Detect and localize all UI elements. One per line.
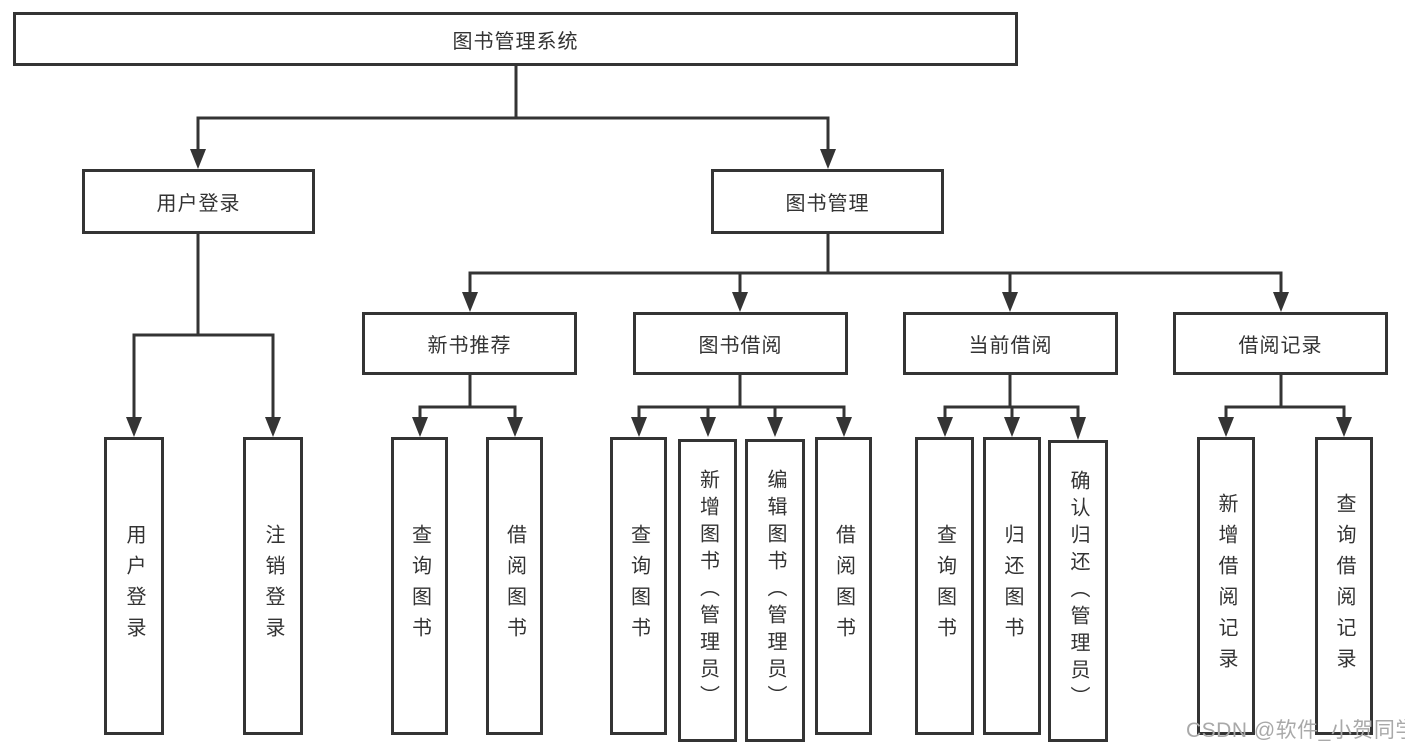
node-book-borrowing: 图书借阅	[633, 312, 848, 375]
leaf-return-book: 归还图书	[983, 437, 1041, 735]
node-label: 查询借阅记录	[1333, 493, 1355, 679]
arrowheads-user-login-children	[126, 417, 281, 437]
leaf-query-borrow-record: 查询借阅记录	[1315, 437, 1373, 735]
edge-book-borrow-children	[637, 375, 846, 420]
leaf-add-book-admin: 新增图书（管理员）	[678, 439, 737, 742]
node-label: 确认归还（管理员）	[1067, 469, 1089, 713]
node-label: 图书管理系统	[452, 30, 579, 53]
leaf-borrow-book-under-borrow: 借阅图书	[815, 437, 872, 735]
leaf-add-borrow-record: 新增借阅记录	[1197, 437, 1255, 735]
node-label: 图书管理	[785, 193, 870, 215]
node-book-management: 图书管理	[711, 169, 944, 234]
node-label: 借阅图书	[503, 524, 526, 648]
leaf-query-book-under-current: 查询图书	[915, 437, 974, 735]
leaf-edit-book-admin: 编辑图书（管理员）	[745, 439, 805, 742]
edge-new-rec-children	[418, 375, 517, 420]
node-label: 查询图书	[627, 524, 650, 648]
node-borrowing-records: 借阅记录	[1173, 312, 1388, 375]
node-label: 新增图书（管理员）	[696, 469, 719, 712]
arrowheads-book-borrow-children	[631, 417, 852, 437]
node-library-management-system: 图书管理系统	[13, 12, 1018, 66]
node-label: 图书借阅	[698, 335, 783, 357]
edge-user-login-children	[132, 234, 275, 420]
node-label: 注销登录	[262, 524, 284, 648]
node-label: 查询图书	[933, 524, 956, 648]
csdn-watermark: CSDN @软件_小贺同学	[1186, 719, 1405, 742]
leaf-confirm-return-admin: 确认归还（管理员）	[1048, 440, 1108, 742]
edge-book-mgmt-to-level3	[468, 234, 1283, 295]
leaf-query-book-under-borrow: 查询图书	[610, 437, 667, 735]
node-label: 当前借阅	[968, 335, 1053, 357]
node-current-borrowing: 当前借阅	[903, 312, 1118, 375]
arrowheads-borrow-records-children	[1218, 417, 1352, 437]
node-label: 借阅图书	[832, 524, 855, 648]
node-label: 借阅记录	[1238, 335, 1323, 357]
edge-root-to-level2	[196, 66, 830, 152]
arrowheads-new-rec-children	[412, 417, 523, 437]
node-label: 查询图书	[408, 524, 431, 648]
edge-borrow-records-children	[1224, 375, 1346, 420]
arrowheads-current-borrow-children	[937, 417, 1086, 440]
leaf-borrow-book-under-new-rec: 借阅图书	[486, 437, 543, 735]
leaf-query-book-under-new-rec: 查询图书	[391, 437, 448, 735]
node-label: 用户登录	[156, 193, 241, 215]
leaf-logout: 注销登录	[243, 437, 303, 735]
arrowheads-level2	[190, 149, 836, 169]
edge-current-borrow-children	[943, 375, 1080, 420]
node-user-login: 用户登录	[82, 169, 315, 234]
node-label: 新增借阅记录	[1215, 493, 1237, 679]
node-label: 用户登录	[123, 524, 145, 648]
node-label: 归还图书	[1001, 524, 1023, 648]
node-label: 编辑图书（管理员）	[764, 469, 786, 712]
leaf-user-login: 用户登录	[104, 437, 164, 735]
node-label: 新书推荐	[427, 335, 512, 357]
node-new-book-recommendation: 新书推荐	[362, 312, 577, 375]
arrowheads-level3	[462, 292, 1289, 312]
